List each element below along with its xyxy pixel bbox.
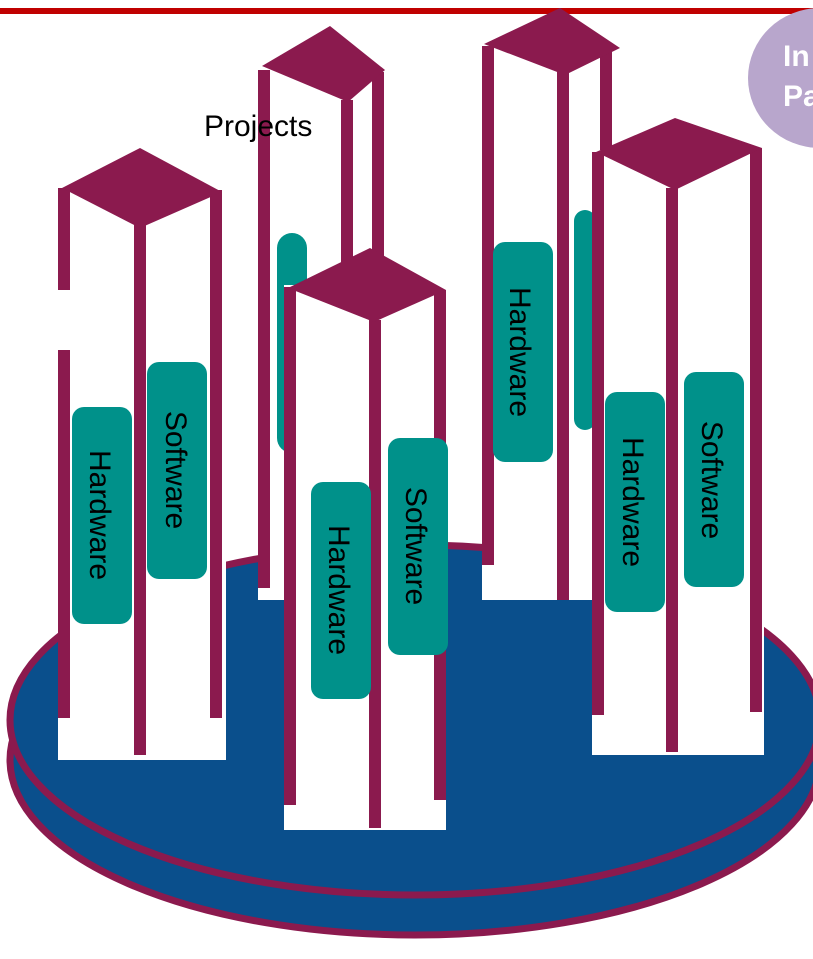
pillar-3: Hardware Software [284,248,448,830]
pillar-5-hardware-label: Hardware [616,437,649,567]
top-rule [0,8,813,14]
bubble-line-1: In [783,40,810,73]
pillar-4: Hardware [482,8,620,600]
pillar-4-hardware-label: Hardware [503,287,536,417]
bubble-line-2: Pa [783,80,813,113]
info-bubble: In Pa [748,8,813,148]
pillar-4-hidden-pill [574,210,596,430]
pillar-5-hardware-pill [605,392,665,612]
pillar-3-software-label: Software [399,487,432,605]
pillar-1: Hardware Software [58,148,226,760]
pillar-3-top [288,248,446,322]
pillar-4-hardware-pill [493,242,553,462]
pillar-5-top [596,118,762,190]
pillar-3-software-pill [388,438,448,655]
projects-label: Projects [204,110,312,143]
pillar-5-software-pill [684,372,744,587]
pillar-4-top [484,8,620,75]
pillar-2-top [262,26,385,102]
pillar-1-software-label: Software [159,411,192,529]
pillar-3-hardware-label: Hardware [322,525,355,655]
pillar-1-top [62,148,222,228]
pillar-1-hardware-pill [72,407,132,624]
pillar-5-software-label: Software [695,421,728,539]
pillar-1-software-pill [147,362,207,579]
pillar-1-hardware-label: Hardware [83,450,116,580]
bubble-shape [748,8,813,148]
pillar-5: Hardware Software [592,118,764,755]
pillar-3-hardware-pill [311,482,371,699]
